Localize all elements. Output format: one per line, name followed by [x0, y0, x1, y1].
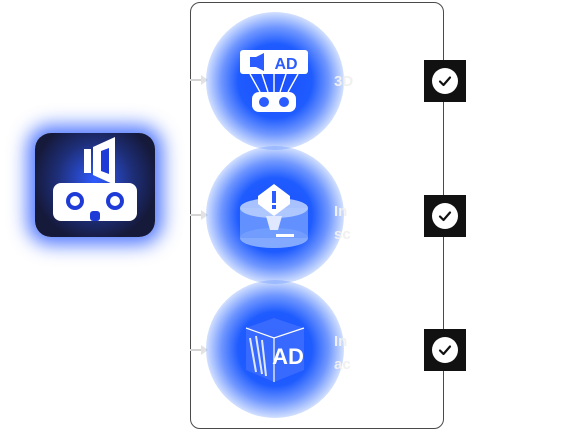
connector-arrow-1 — [201, 75, 208, 85]
billboard-vr-icon: AD — [236, 44, 312, 120]
ad-cube-icon: AD — [240, 314, 310, 386]
item-2-text-line1: In — [334, 203, 348, 220]
connector-line-2 — [190, 214, 202, 216]
item-1-text-line1: 3D — [334, 73, 354, 90]
item-1-checkbox[interactable] — [424, 60, 466, 102]
item-1-check-circle — [432, 68, 458, 94]
checkmark-icon — [438, 211, 452, 222]
connector-arrow-2 — [201, 210, 208, 220]
item-2-text: In sc — [334, 200, 351, 246]
warning-projector-icon — [238, 182, 310, 254]
checkmark-icon — [438, 76, 452, 87]
connector-arrow-3 — [201, 345, 208, 355]
item-2-text-line2: sc — [334, 226, 351, 243]
item-3-text-line2: ac — [334, 356, 351, 373]
vr-headset-megaphone-icon — [35, 133, 155, 237]
item-2-check-circle — [432, 203, 458, 229]
item-3-checkbox[interactable] — [424, 329, 466, 371]
item-1-glow — [206, 12, 344, 150]
connector-line-3 — [190, 349, 202, 351]
checkmark-icon — [438, 345, 452, 356]
svg-text:AD: AD — [274, 56, 297, 73]
item-2-checkbox[interactable] — [424, 195, 466, 237]
item-1-text: 3D — [334, 70, 353, 93]
item-3-check-circle — [432, 337, 458, 363]
item-3-text: In ac — [334, 330, 351, 376]
svg-text:AD: AD — [272, 344, 304, 369]
connector-line-1 — [190, 79, 202, 81]
item-3-text-line1: In — [334, 333, 348, 350]
